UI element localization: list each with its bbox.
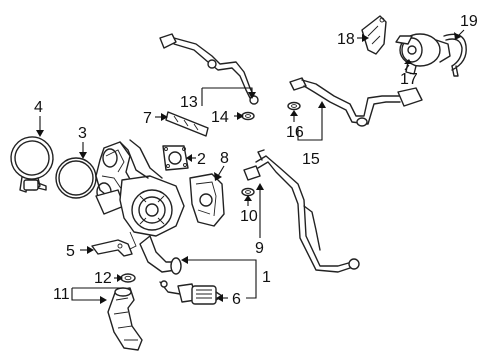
arrow-12 xyxy=(117,274,123,282)
arrow-9 xyxy=(256,183,264,190)
part-2-gasket xyxy=(162,145,189,171)
callout-5: 5 xyxy=(66,243,75,260)
callout-13: 13 xyxy=(180,94,198,111)
callout-7: 7 xyxy=(143,110,152,127)
leader-8 xyxy=(217,165,225,177)
part-7-shield-strip xyxy=(165,111,209,137)
part-17-water-pump xyxy=(395,33,451,75)
callout-12: 12 xyxy=(94,270,112,287)
callout-19: 19 xyxy=(460,13,478,30)
leader-11a xyxy=(71,288,104,301)
callout-14: 14 xyxy=(211,109,229,126)
callout-4: 4 xyxy=(34,99,43,116)
part-3-seal-ring xyxy=(55,157,97,199)
leader-1b xyxy=(246,276,257,299)
arrow-18 xyxy=(362,34,369,42)
part-1-turbocharger xyxy=(95,139,185,275)
part-16-washer xyxy=(287,101,301,111)
arrow-7 xyxy=(161,113,168,121)
callout-10: 10 xyxy=(240,208,258,225)
arrow-11 xyxy=(100,296,107,304)
part-9-line xyxy=(243,149,360,273)
part-19-clamp xyxy=(443,33,467,77)
leader-13b xyxy=(202,87,253,96)
callout-8: 8 xyxy=(220,150,229,167)
leader-1a xyxy=(184,259,257,276)
arrow-15 xyxy=(318,101,326,108)
leader-17 xyxy=(404,64,410,71)
callout-1: 1 xyxy=(262,269,271,286)
part-12-gasket xyxy=(120,273,136,283)
arrow-3 xyxy=(79,152,87,159)
part-5-bracket xyxy=(91,239,133,257)
callout-15: 15 xyxy=(302,151,320,168)
leader-19 xyxy=(457,29,465,37)
part-4-clamp xyxy=(10,136,54,193)
callout-2: 2 xyxy=(197,151,206,168)
leader-15 xyxy=(297,104,323,141)
callout-16: 16 xyxy=(286,124,304,141)
arrow-10 xyxy=(244,195,252,201)
callout-18: 18 xyxy=(337,31,355,48)
part-8-heat-shield xyxy=(189,173,225,227)
part-11-air-hose xyxy=(107,287,143,351)
part-13-oil-feed-line xyxy=(159,33,259,105)
arrow-16 xyxy=(290,110,298,116)
arrow-2 xyxy=(186,154,192,162)
arrow-1 xyxy=(181,256,188,264)
part-15-coolant-line xyxy=(289,77,423,127)
arrow-17 xyxy=(404,59,412,64)
arrow-4 xyxy=(36,130,44,137)
callout-17: 17 xyxy=(400,71,418,88)
arrow-6 xyxy=(216,294,223,302)
arrow-5 xyxy=(87,246,94,254)
callout-9: 9 xyxy=(255,240,264,257)
callout-11: 11 xyxy=(53,286,70,303)
part-6-sensor xyxy=(159,280,223,305)
arrow-8 xyxy=(214,172,222,181)
callout-6: 6 xyxy=(232,291,241,308)
arrow-14 xyxy=(237,112,244,120)
arrow-13 xyxy=(248,92,256,99)
part-18-bracket xyxy=(361,15,387,55)
arrow-19 xyxy=(454,32,461,40)
callout-3: 3 xyxy=(78,125,87,142)
part-10-washer xyxy=(241,187,255,197)
